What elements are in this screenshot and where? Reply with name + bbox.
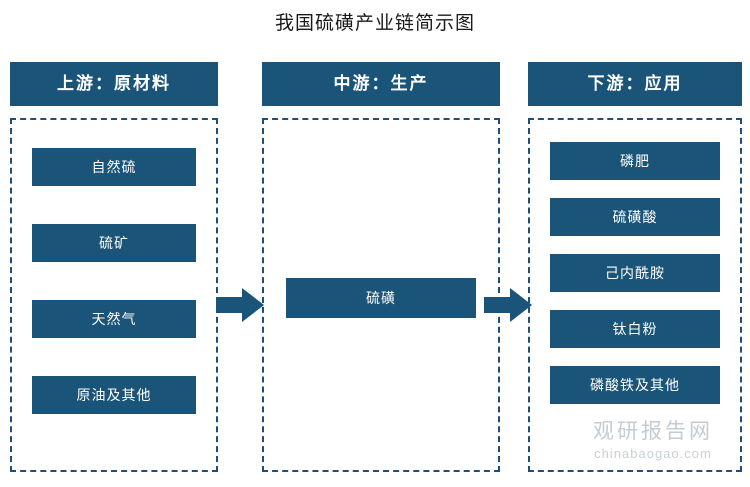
column-upstream: 上游：原材料 自然硫 硫矿 天然气 原油及其他 (10, 62, 218, 472)
arrow-head (242, 288, 264, 322)
column-body-upstream: 自然硫 硫矿 天然气 原油及其他 (10, 118, 218, 472)
page-title: 我国硫磺产业链简示图 (274, 13, 475, 34)
node-upstream-4[interactable]: 原油及其他 (32, 376, 196, 414)
node-downstream-4[interactable]: 钛白粉 (550, 310, 720, 348)
node-downstream-3[interactable]: 己内酰胺 (550, 254, 720, 292)
column-header-midstream: 中游：生产 (262, 62, 500, 106)
node-downstream-1[interactable]: 磷肥 (550, 142, 720, 180)
node-midstream-1[interactable]: 硫磺 (286, 278, 476, 318)
column-downstream: 下游：应用 磷肥 硫磺酸 己内酰胺 钛白粉 磷酸铁及其他 (528, 62, 742, 472)
column-midstream: 中游：生产 硫磺 (262, 62, 500, 472)
arrow-right-icon-midstream-to-downstream (484, 288, 532, 322)
node-downstream-5[interactable]: 磷酸铁及其他 (550, 366, 720, 404)
arrow-head (510, 288, 532, 322)
node-upstream-1[interactable]: 自然硫 (32, 148, 196, 186)
node-upstream-2[interactable]: 硫矿 (32, 224, 196, 262)
node-downstream-2[interactable]: 硫磺酸 (550, 198, 720, 236)
column-header-upstream: 上游：原材料 (10, 62, 218, 106)
column-body-midstream: 硫磺 (262, 118, 500, 472)
node-upstream-3[interactable]: 天然气 (32, 300, 196, 338)
arrow-shaft (216, 297, 244, 313)
column-header-downstream: 下游：应用 (528, 62, 742, 106)
column-body-downstream: 磷肥 硫磺酸 己内酰胺 钛白粉 磷酸铁及其他 (528, 118, 742, 472)
arrow-shaft (484, 297, 512, 313)
arrow-right-icon-upstream-to-midstream (216, 288, 264, 322)
